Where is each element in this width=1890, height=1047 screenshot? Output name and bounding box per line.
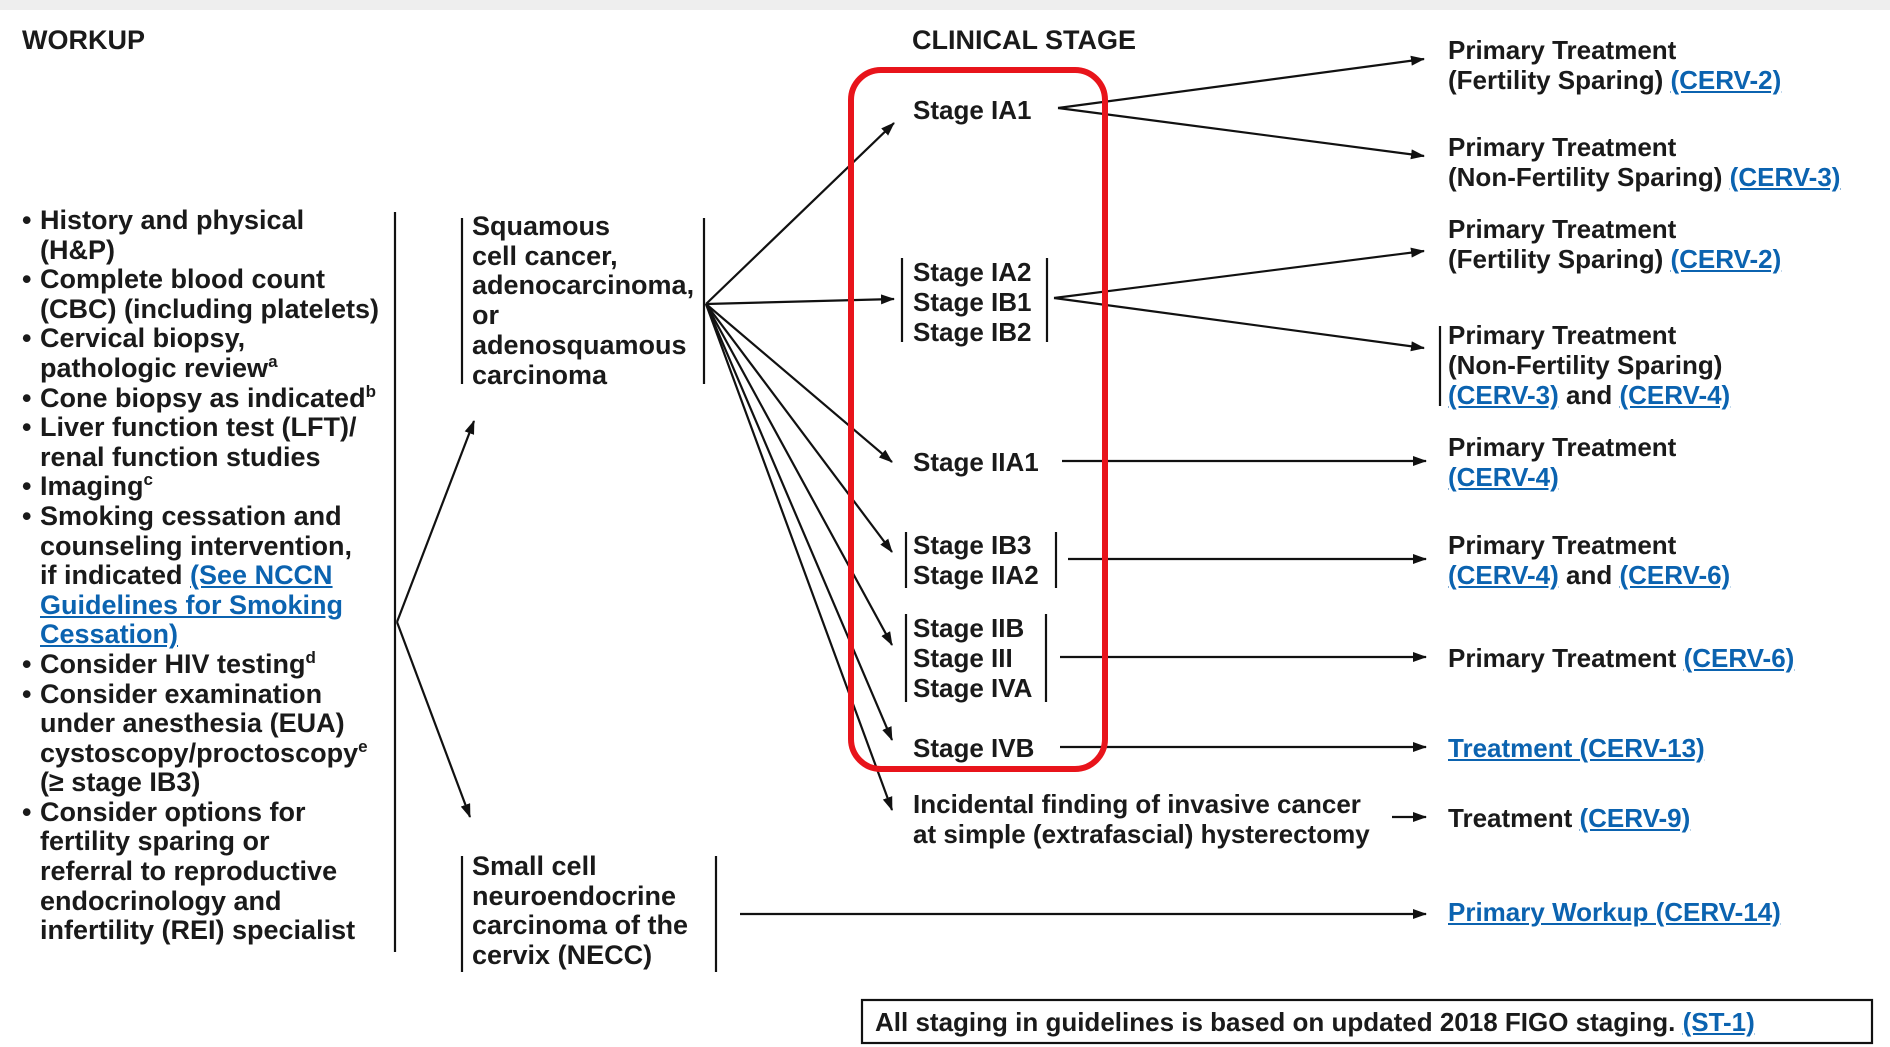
arrow-incidental bbox=[704, 303, 894, 811]
workup-item: Liver function test (LFT)/renal function… bbox=[22, 412, 379, 472]
arrow-t2 bbox=[1057, 106, 1425, 160]
footnote-ref: a bbox=[268, 351, 278, 371]
treatment-non-fertility-sparing-1: Primary Treatment(Non-Fertility Sparing)… bbox=[1448, 132, 1841, 192]
st-1-link[interactable]: (ST-1) bbox=[1682, 1007, 1755, 1037]
workup-item: Cervical biopsy,pathologic reviewa bbox=[22, 324, 379, 383]
workup-item: Consider HIV testingd bbox=[22, 647, 379, 680]
cerv-3-link[interactable]: (CERV-3) bbox=[1729, 162, 1841, 192]
arrow-t4 bbox=[1053, 296, 1425, 352]
arrow-stage-ia1 bbox=[705, 122, 895, 305]
workup-item: Complete blood count(CBC) (including pla… bbox=[22, 264, 379, 324]
treatment-stage-iia1: Primary Treatment(CERV-4) bbox=[1448, 432, 1677, 492]
workup-header: WORKUP bbox=[22, 25, 145, 55]
arrow-stage-ia2 bbox=[705, 294, 895, 306]
stage-ia1: Stage IA1 bbox=[913, 95, 1032, 125]
stage-iia1: Stage IIA1 bbox=[913, 447, 1039, 477]
cerv-13-link[interactable]: Treatment (CERV-13) bbox=[1448, 733, 1705, 763]
cerv-4-link[interactable]: (CERV-4) bbox=[1448, 560, 1559, 590]
cerv-4-link[interactable]: (CERV-4) bbox=[1619, 380, 1731, 410]
stage-ivb: Stage IVB bbox=[913, 733, 1035, 763]
cerv-2-link[interactable]: (CERV-2) bbox=[1670, 244, 1782, 274]
workup-item: Imagingc bbox=[22, 470, 379, 502]
cerv-14-link[interactable]: Primary Workup (CERV-14) bbox=[1448, 897, 1781, 927]
treatment-fertility-sparing-1: Primary Treatment(Fertility Sparing) (CE… bbox=[1448, 35, 1782, 95]
arrow-stage-ivb bbox=[704, 303, 894, 741]
cerv-6-link[interactable]: (CERV-6) bbox=[1683, 643, 1795, 673]
treatment-stage-ivb: Treatment (CERV-13) bbox=[1448, 733, 1705, 763]
workup-list: History and physical(H&P) Complete blood… bbox=[22, 205, 379, 946]
footnote-ref: e bbox=[358, 736, 368, 756]
clinical-stage-header: CLINICAL STAGE bbox=[912, 25, 1137, 55]
footnote-text: All staging in guidelines is based on up… bbox=[875, 1007, 1755, 1037]
treatment-incidental: Treatment (CERV-9) bbox=[1448, 803, 1691, 833]
treatment-fertility-sparing-2: Primary Treatment(Fertility Sparing) (CE… bbox=[1448, 214, 1782, 274]
arrow-stage-iia1 bbox=[705, 303, 893, 463]
cerv-9-link[interactable]: (CERV-9) bbox=[1579, 803, 1691, 833]
highlight-box bbox=[848, 67, 1108, 772]
arrow-to-necc bbox=[395, 621, 472, 818]
footnote-ref: b bbox=[365, 381, 376, 401]
cerv-4-link[interactable]: (CERV-4) bbox=[1448, 462, 1559, 492]
cerv-3-link[interactable]: (CERV-3) bbox=[1448, 380, 1559, 410]
arrow-t1 bbox=[1057, 55, 1425, 110]
smoking-guidelines-link[interactable]: (See NCCN Guidelines for Smoking Cessati… bbox=[40, 560, 344, 650]
arrow-stage-iib bbox=[705, 303, 893, 646]
treatment-stage-iib: Primary Treatment (CERV-6) bbox=[1448, 643, 1795, 673]
footnote-ref: c bbox=[143, 470, 153, 490]
arrow-t3 bbox=[1053, 247, 1425, 300]
cerv-2-link[interactable]: (CERV-2) bbox=[1670, 65, 1782, 95]
top-bar bbox=[0, 0, 1890, 10]
footnote-ref: d bbox=[305, 647, 316, 667]
treatment-stage-ib3: Primary Treatment(CERV-4) and (CERV-6) bbox=[1448, 530, 1731, 590]
workup-item: History and physical(H&P) bbox=[22, 205, 379, 265]
treatment-necc: Primary Workup (CERV-14) bbox=[1448, 897, 1781, 927]
treatment-non-fertility-sparing-2: Primary Treatment(Non-Fertility Sparing)… bbox=[1448, 320, 1731, 410]
cerv-6-link[interactable]: (CERV-6) bbox=[1619, 560, 1731, 590]
arrow-to-squamous bbox=[395, 420, 476, 623]
workup-item: Cone biopsy as indicatedb bbox=[22, 381, 379, 414]
arrow-stage-ib3 bbox=[705, 303, 893, 553]
footnote-box bbox=[860, 998, 1874, 1045]
